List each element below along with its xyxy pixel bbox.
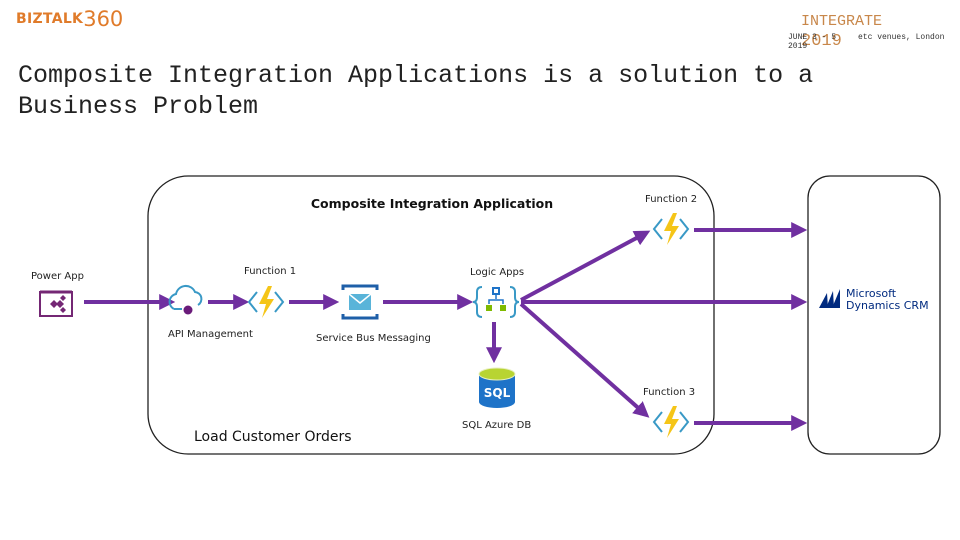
sql-glyph: SQL bbox=[484, 386, 511, 400]
api-management-label: API Management bbox=[168, 329, 253, 340]
function2-icon bbox=[652, 213, 690, 245]
crm-sail-icon bbox=[819, 293, 828, 308]
container-title: Composite Integration Application bbox=[311, 196, 553, 211]
logo-biztalk-text: BIZTALK bbox=[16, 11, 84, 27]
logo-360-text: 360 bbox=[83, 7, 124, 31]
sql-azure-db-label: SQL Azure DB bbox=[462, 420, 531, 431]
arrows bbox=[84, 222, 808, 431]
service-bus-icon bbox=[341, 284, 379, 320]
biztalk360-logo: BIZTALK360 bbox=[16, 7, 123, 31]
crm-line1: Microsoft bbox=[846, 287, 897, 300]
event-name: INTEGRATE bbox=[801, 13, 883, 30]
sql-azure-db-icon: SQL bbox=[478, 367, 516, 408]
power-app-icon bbox=[39, 290, 73, 317]
function2-label: Function 2 bbox=[645, 194, 697, 205]
footer-label: Load Customer Orders bbox=[194, 429, 352, 445]
composite-app-container bbox=[147, 175, 715, 455]
event-dates: JUNE 3 - 5 2019 bbox=[788, 33, 837, 51]
event-venue: etc venues, London bbox=[858, 33, 945, 42]
api-management-icon bbox=[168, 284, 203, 315]
service-bus-label: Service Bus Messaging bbox=[316, 333, 431, 344]
arrow-logicapps-to-function3 bbox=[519, 302, 650, 418]
slide-title: Composite Integration Applications is a … bbox=[18, 61, 814, 121]
function3-icon bbox=[652, 406, 690, 438]
event-year: 2019 bbox=[801, 32, 842, 51]
logic-apps-icon bbox=[472, 286, 520, 318]
function3-label: Function 3 bbox=[643, 387, 695, 398]
crm-container bbox=[807, 175, 941, 455]
arrow-logicapps-to-function2 bbox=[520, 230, 651, 302]
function1-label: Function 1 bbox=[244, 266, 296, 277]
function1-icon bbox=[247, 286, 285, 318]
logic-apps-label: Logic Apps bbox=[470, 267, 524, 278]
power-app-label: Power App bbox=[31, 271, 84, 282]
crm-line2: Dynamics CRM bbox=[846, 299, 929, 312]
dynamics-crm-logo: Microsoft Dynamics CRM bbox=[819, 287, 929, 312]
